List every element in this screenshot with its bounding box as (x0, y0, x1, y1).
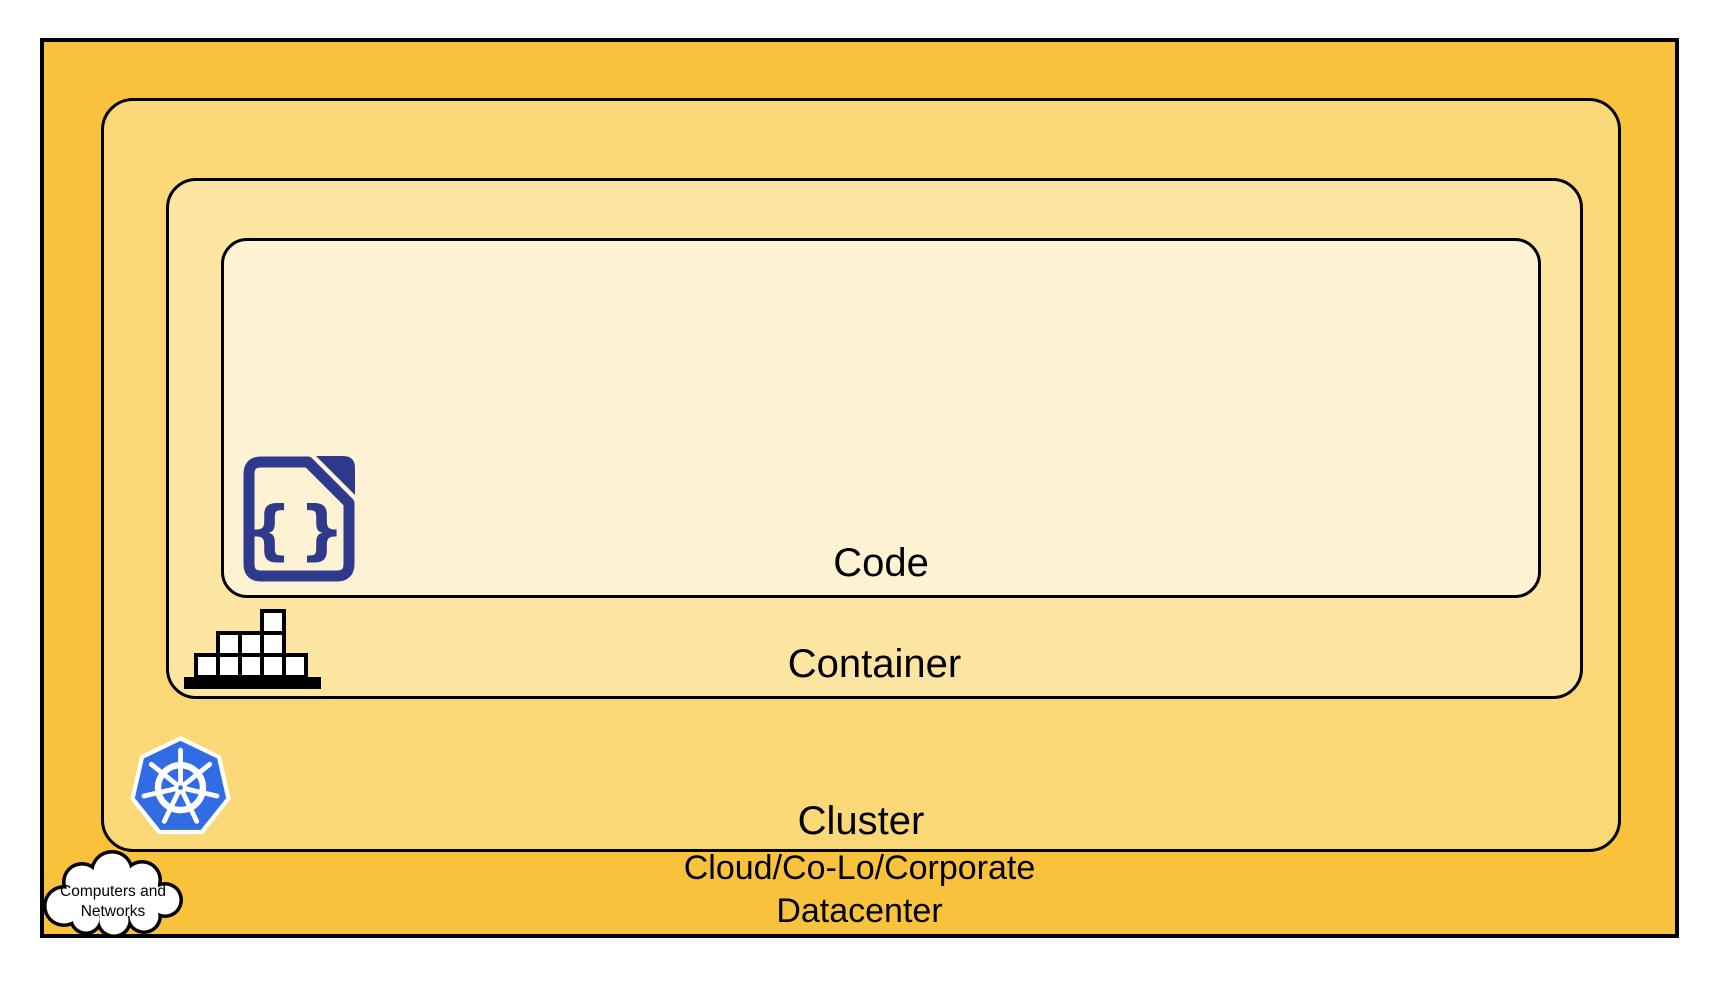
code-label: Code (833, 541, 929, 585)
cluster-label: Cluster (797, 799, 925, 843)
layer-container: {} Code Container (166, 178, 1583, 699)
datacenter-label-line2: Datacenter (776, 891, 943, 930)
container-label: Container (787, 642, 962, 686)
datacenter-label: Cloud/Co-Lo/Corporate Datacenter (44, 847, 1675, 932)
kubernetes-icon (130, 736, 231, 835)
layer-code: {} Code (221, 238, 1541, 598)
code-braces-glyph: {} (246, 494, 351, 568)
layer-datacenter: {} Code Container (40, 38, 1679, 938)
cloud-text-line1: Computers and (60, 883, 166, 900)
code-file-icon: {} (243, 456, 355, 582)
datacenter-label-line1: Cloud/Co-Lo/Corporate (683, 849, 1036, 887)
layer-cluster: {} Code Container (101, 98, 1621, 852)
container-blocks-icon (184, 609, 321, 689)
computers-networks-cloud-icon: Computers and Networks (43, 850, 183, 938)
cloud-text-line2: Networks (81, 903, 146, 920)
